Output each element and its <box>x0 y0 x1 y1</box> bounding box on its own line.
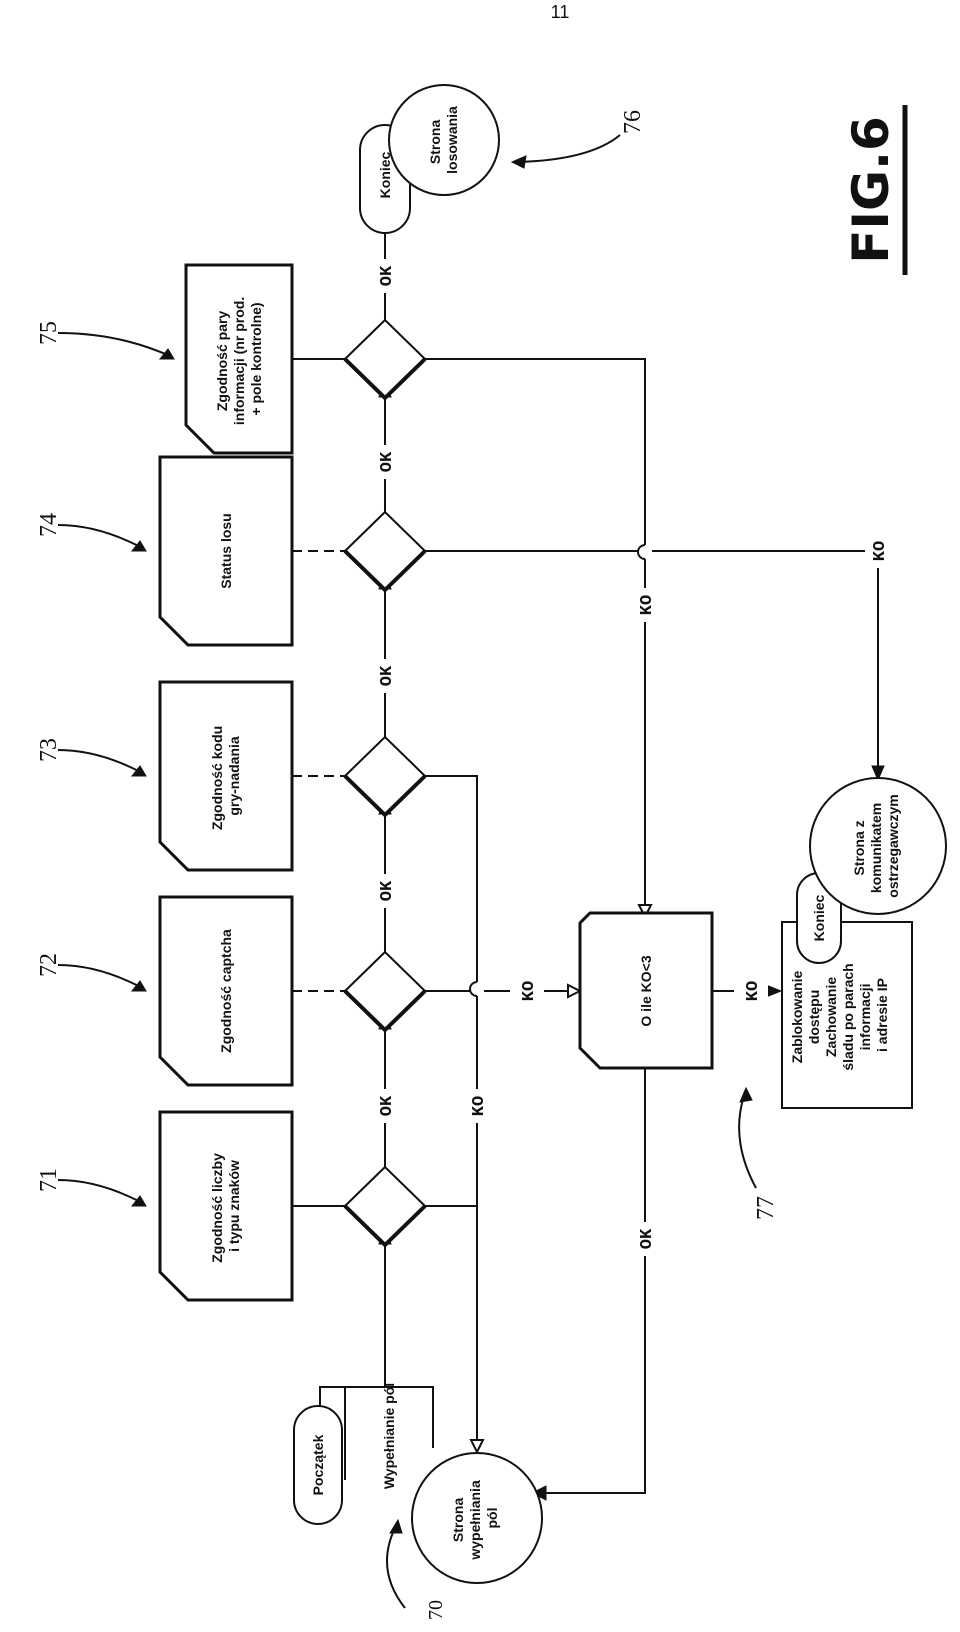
fill-page-line-1: Strona <box>450 1498 466 1543</box>
reference-leaders <box>57 134 757 1609</box>
check-75-line-1: Zgodność pary <box>214 311 230 412</box>
ref-77: 77 <box>753 1196 779 1220</box>
block-line-3: Zachowanie <box>823 977 839 1057</box>
ref-70: 70 <box>425 1600 447 1620</box>
figure-title: FIG.6 <box>842 116 900 264</box>
check-box-73: Zgodność kodu gry-nadania <box>158 680 294 872</box>
check-box-74: Status losu <box>158 455 294 647</box>
warning-line-1: Strona z <box>851 820 867 875</box>
ok-label-71: OK <box>378 1095 397 1116</box>
check-71-line-2: i typu znaków <box>226 1160 242 1252</box>
svg-text:Zgodność pary informacji: Zgodność pary informacji (nr prod. + pol… <box>214 293 264 425</box>
warning-line-2: komunikatem <box>868 803 884 893</box>
svg-text:Strona z komunikatem: Strona z komunikatem ostrzegawczym <box>851 794 901 897</box>
ok-label-retry: OK <box>638 1228 657 1249</box>
check-box-75: Zgodność pary informacji (nr prod. + pol… <box>184 263 294 455</box>
check-73-line-1: Zgodność kodu <box>209 726 225 830</box>
fill-page-line-3: pól <box>484 1508 500 1529</box>
decision-71 <box>343 1165 427 1247</box>
decision-73 <box>343 735 427 817</box>
check-75-line-2: informacji (nr prod. <box>231 297 247 425</box>
svg-text:Zablokowanie dostępu: Zablokowanie dostępu Zachowanie śladu po… <box>789 959 890 1070</box>
block-line-6: i adresie IP <box>874 978 890 1052</box>
ko-label-71: KO <box>470 1096 489 1116</box>
ko-label-block: KO <box>744 981 763 1001</box>
ref-76: 76 <box>620 110 646 134</box>
check-72-line-1: Zgodność captcha <box>218 929 234 1053</box>
ok-label-73: OK <box>378 665 397 686</box>
start-label: Początek <box>310 1434 326 1495</box>
ko-label-74: KO <box>871 541 890 561</box>
ref-73: 73 <box>36 738 62 762</box>
ko-label-75: KO <box>638 595 657 615</box>
draw-page-circle: Strona losowania <box>388 84 500 196</box>
svg-text:Strona wypełniania: Strona wypełniania pól <box>450 1476 500 1560</box>
ref-71: 71 <box>36 1168 62 1192</box>
block-line-1: Zablokowanie <box>789 970 805 1063</box>
start-terminal: Początek <box>293 1405 343 1525</box>
arrowheads <box>378 216 885 1501</box>
check-box-71: Zgodność liczby i typu znaków <box>158 1110 294 1302</box>
ref-75: 75 <box>36 321 62 345</box>
flow-lines <box>292 232 879 1510</box>
reference-numbers: 71 72 73 74 75 76 77 70 <box>36 110 779 1620</box>
fill-fields-label: Wypełnianie pól <box>381 1383 397 1489</box>
connector-labels: OK OK OK OK OK KO KO KO KO KO OK <box>372 259 891 1256</box>
page-number: 11 <box>550 2 570 22</box>
ok-label-74: OK <box>378 451 397 472</box>
ref-74: 74 <box>36 513 62 537</box>
decision-75 <box>343 318 427 400</box>
decision-diamonds <box>343 318 427 1248</box>
warning-page-circle: Strona z komunikatem ostrzegawczym <box>809 777 947 915</box>
check-75-line-3: + pole kontrolne) <box>248 302 264 415</box>
check-71-line-1: Zgodność liczby <box>209 1153 225 1263</box>
end-top-label: Koniec <box>377 151 393 198</box>
svg-text:Status losu: Status losu <box>218 513 234 588</box>
svg-text:Zgodność captcha: Zgodność captcha <box>218 929 234 1053</box>
draw-page-line-1: Strona <box>427 120 443 165</box>
ko-count-label: O ile KO<3 <box>638 955 654 1026</box>
svg-text:Zgodność liczby i typu z: Zgodność liczby i typu znaków <box>209 1149 242 1263</box>
ko-label-72: KO <box>520 981 539 1001</box>
figure-label: FIG.6 <box>842 105 908 275</box>
fill-fields-box: Wypełnianie pól <box>381 1383 397 1489</box>
ref-72: 72 <box>36 953 62 977</box>
block-line-2: dostępu <box>806 990 822 1044</box>
check-73-line-2: gry-nadania <box>226 736 242 816</box>
ok-label-72: OK <box>378 880 397 901</box>
svg-text:Zgodność kodu gry-nadani: Zgodność kodu gry-nadania <box>209 722 242 830</box>
check-74-line-1: Status losu <box>218 513 234 588</box>
block-line-5: informacji <box>857 983 873 1050</box>
fill-page-line-2: wypełniania <box>467 1480 483 1561</box>
draw-page-line-2: losowania <box>444 106 460 174</box>
ko-count-box: O ile KO<3 <box>578 911 714 1070</box>
warning-line-3: ostrzegawczym <box>885 794 901 897</box>
decision-72 <box>343 950 427 1032</box>
check-box-72: Zgodność captcha <box>158 895 294 1087</box>
end-bottom-label: Koniec <box>811 894 827 941</box>
fill-page-circle: Strona wypełniania pól <box>411 1452 543 1584</box>
decision-74 <box>343 510 427 592</box>
ok-label-75: OK <box>378 265 397 286</box>
block-line-4: śladu po parach <box>840 963 856 1070</box>
svg-text:Strona losowania: Strona losowania <box>427 106 460 174</box>
